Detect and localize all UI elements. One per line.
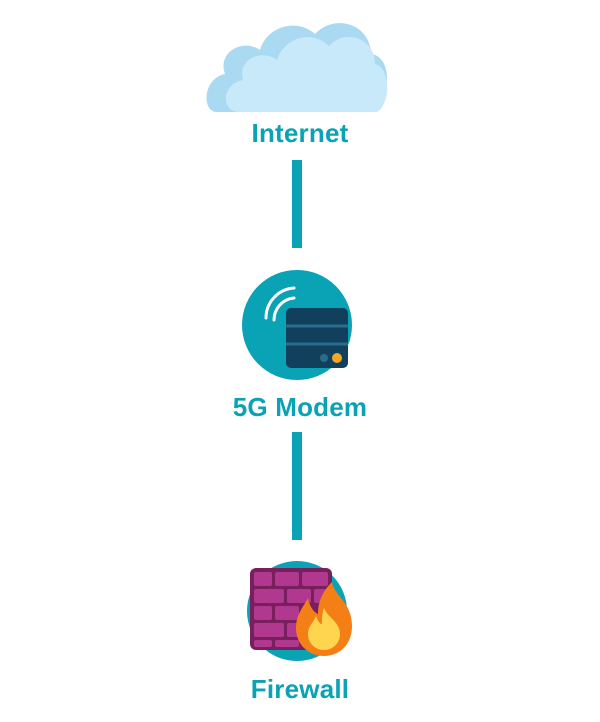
connector-internet-modem	[292, 160, 302, 248]
firewall-label: Firewall	[250, 674, 350, 704]
internet-label: Internet	[251, 118, 349, 148]
connector-modem-firewall	[292, 432, 302, 540]
modem-icon	[242, 270, 352, 380]
cloud-icon	[206, 23, 388, 113]
firewall-icon	[247, 561, 352, 661]
modem-label: 5G Modem	[232, 392, 368, 422]
